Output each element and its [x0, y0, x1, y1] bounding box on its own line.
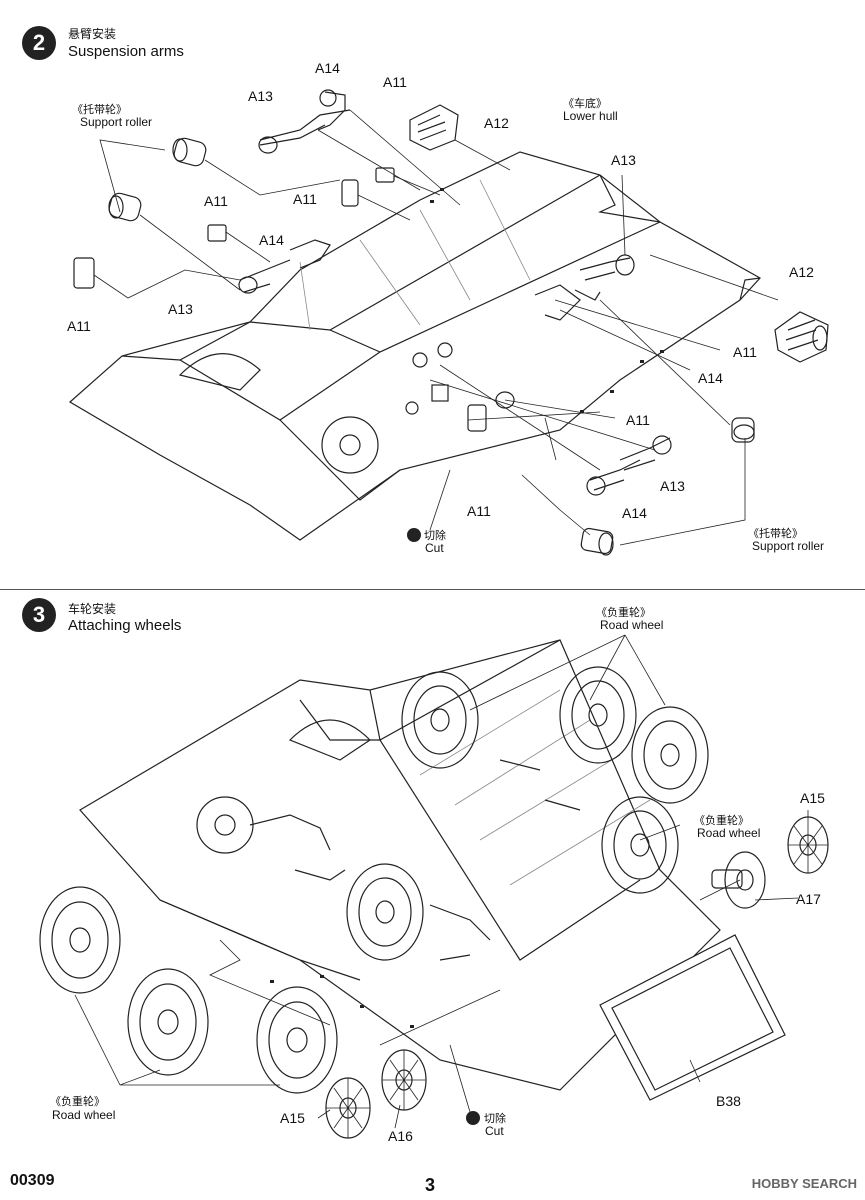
label-a13-right: A13: [611, 152, 636, 168]
label-a14-top: A14: [315, 60, 340, 76]
label-a11-top: A11: [383, 74, 407, 90]
section-divider: [0, 589, 865, 590]
label-road-wheel-en-left: Road wheel: [52, 1108, 116, 1122]
label-road-wheel-cn-left: 《负重轮》: [50, 1096, 105, 1108]
label-a17: A17: [796, 891, 821, 907]
step-3-title-en: Attaching wheels: [68, 617, 182, 634]
label-a11-center: A11: [626, 412, 650, 428]
label-a13-left: A13: [168, 301, 193, 317]
cut-icon-step3: [466, 1111, 480, 1125]
label-a11-right: A11: [733, 344, 757, 360]
label-support-roller-en-left: Support roller: [80, 115, 153, 129]
label-a13-lower: A13: [660, 478, 685, 494]
step-2-title-cn: 悬臂安装: [68, 27, 117, 41]
label-a11-mid: A11: [293, 191, 317, 207]
watermark: HOBBY SEARCH: [751, 1176, 857, 1191]
step2-leader-lines: [93, 109, 779, 546]
step-2-title-en: Suspension arms: [68, 43, 184, 60]
product-code: 00309: [10, 1172, 55, 1189]
step-3-title-cn: 车轮安装: [68, 602, 117, 616]
label-a11-bottom: A11: [467, 503, 491, 519]
label-road-wheel-en-mid: Road wheel: [697, 826, 761, 840]
label-a11-left: A11: [67, 318, 91, 334]
cut-icon-step2: [407, 528, 421, 542]
label-road-wheel-en-top: Road wheel: [600, 618, 664, 632]
step3-leader-lines: [74, 634, 809, 1129]
label-b38: B38: [716, 1093, 741, 1109]
label-lower-hull-cn: 《车底》: [563, 98, 607, 110]
step-3-badge: 3: [22, 598, 56, 632]
road-wheels-step3: [39, 666, 829, 1139]
label-support-roller-en-right: Support roller: [752, 539, 825, 553]
label-a12-right: A12: [789, 264, 814, 280]
page-number: 3: [425, 1175, 436, 1195]
label-a16: A16: [388, 1128, 413, 1144]
label-cut-en-step2: Cut: [425, 541, 444, 555]
label-support-roller-cn-left: 《托带轮》: [72, 104, 127, 116]
label-a15-right: A15: [800, 790, 825, 806]
label-lower-hull-en: Lower hull: [563, 109, 618, 123]
label-a14-lower: A14: [622, 505, 647, 521]
hole-markers: [270, 188, 664, 1028]
label-support-roller-cn-right: 《托带轮》: [748, 528, 803, 540]
lower-hull-step3: [79, 639, 786, 1101]
label-cut-cn-step2: 切除: [424, 530, 446, 542]
label-a14-right: A14: [698, 370, 723, 386]
label-cut-en-step3: Cut: [485, 1124, 504, 1138]
label-a13-top: A13: [248, 88, 273, 104]
lower-hull-step2: [68, 151, 761, 541]
label-a14-left: A14: [259, 232, 284, 248]
label-a12-top: A12: [484, 115, 509, 131]
label-cut-cn-step3: 切除: [484, 1113, 506, 1125]
label-road-wheel-cn-mid: 《负重轮》: [694, 815, 749, 827]
label-road-wheel-cn-top: 《负重轮》: [596, 607, 651, 619]
label-a15-bottom: A15: [280, 1110, 305, 1126]
step2-parts: [73, 89, 829, 556]
step-2-badge: 2: [22, 26, 56, 60]
label-a11-left2: A11: [204, 193, 228, 209]
